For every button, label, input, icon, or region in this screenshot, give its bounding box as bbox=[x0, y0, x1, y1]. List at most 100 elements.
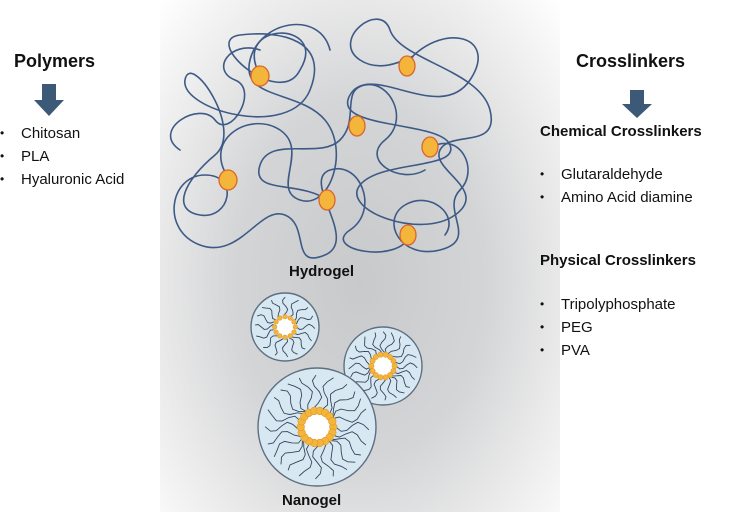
polymer-chain bbox=[394, 370, 416, 380]
polymer-item: Hyaluronic Acid bbox=[0, 168, 124, 191]
polymer-chain bbox=[273, 438, 303, 457]
polymer-chain bbox=[261, 307, 276, 321]
polymer-chain bbox=[282, 296, 289, 316]
nanogel-bead bbox=[387, 372, 394, 378]
crosslink-nodes bbox=[218, 55, 439, 246]
nanogel-bead bbox=[372, 372, 379, 378]
nanogel-bead bbox=[282, 334, 288, 340]
polymer-chain bbox=[295, 315, 314, 325]
nanogel-bead bbox=[390, 368, 397, 374]
polymer-chain bbox=[391, 375, 410, 388]
polymer-chain bbox=[294, 332, 312, 342]
nanogel-core bbox=[303, 413, 331, 441]
polymer-chain bbox=[294, 307, 309, 321]
polymer-chain bbox=[267, 409, 300, 422]
nanogel-bead bbox=[277, 333, 283, 339]
polymer-chain bbox=[354, 345, 372, 360]
crosslink-node bbox=[421, 136, 439, 158]
crosslink-node bbox=[398, 55, 416, 77]
physical-crosslinker-item: Tripolyphosphate bbox=[540, 293, 676, 316]
hydrogel-label: Hydrogel bbox=[289, 263, 355, 280]
polymer-chain bbox=[371, 378, 381, 399]
nanogel-bead bbox=[282, 314, 288, 320]
nanogel-bead bbox=[377, 351, 384, 358]
nanogel-bead bbox=[369, 358, 376, 364]
nanogel-bead bbox=[390, 358, 397, 364]
polymer-chain bbox=[329, 383, 348, 414]
nanogel-bead bbox=[273, 319, 279, 325]
polymer-chain bbox=[255, 323, 274, 330]
polymer-chain bbox=[298, 443, 313, 477]
polymer-chain bbox=[296, 323, 316, 330]
polymer-chain bbox=[335, 421, 370, 432]
polymer-chain bbox=[291, 336, 306, 350]
nanogel-bead bbox=[387, 354, 394, 360]
nanogel-bead bbox=[287, 315, 293, 321]
crosslink-node bbox=[318, 189, 336, 211]
nanogel-bead bbox=[273, 329, 279, 335]
crosslinkers-heading: Crosslinkers bbox=[576, 51, 686, 71]
polymer-chain bbox=[388, 336, 402, 354]
polymer-chain bbox=[353, 371, 372, 385]
crosslinkers-down-arrow bbox=[622, 90, 652, 118]
polymer-chain bbox=[290, 299, 299, 318]
hydrogel-strand bbox=[257, 83, 426, 201]
polymer-chain bbox=[379, 378, 387, 401]
polymer-chain bbox=[379, 331, 387, 354]
polymer-item: PLA bbox=[0, 145, 124, 168]
chemical-crosslinkers-heading: Chemical Crosslinkers bbox=[540, 123, 702, 140]
polymer-chain bbox=[364, 336, 377, 355]
polymer-chain bbox=[322, 377, 334, 410]
polymer-chain bbox=[263, 335, 278, 348]
polymer-chain bbox=[392, 344, 411, 358]
nanogel-bead bbox=[372, 354, 379, 360]
polymers-heading: Polymers bbox=[14, 51, 96, 71]
polymer-item: Chitosan bbox=[0, 122, 124, 145]
polymers-list: Chitosan PLA Hyaluronic Acid bbox=[0, 122, 124, 191]
nanogel-bead bbox=[291, 319, 297, 325]
polymer-chain bbox=[395, 354, 417, 365]
nanogel-bead bbox=[272, 324, 278, 330]
nanogel-core bbox=[373, 356, 393, 376]
crosslink-node bbox=[250, 65, 270, 87]
polymer-chain bbox=[332, 391, 356, 417]
polymer-chain bbox=[287, 383, 307, 412]
nanogel-sphere bbox=[257, 367, 377, 487]
polymer-chain bbox=[311, 374, 323, 409]
polymer-chain bbox=[329, 440, 356, 463]
polymer-chain bbox=[298, 377, 313, 411]
polymer-chain bbox=[288, 337, 298, 355]
polymer-chain bbox=[330, 437, 361, 456]
hydrogel-strand bbox=[170, 47, 261, 151]
crosslink-node bbox=[348, 115, 366, 137]
chemical-crosslinker-item: Glutaraldehyde bbox=[540, 163, 693, 186]
polymer-chain bbox=[390, 376, 405, 394]
polymer-chain bbox=[282, 338, 289, 358]
polymer-chain bbox=[349, 355, 370, 366]
chemical-crosslinker-item: Amino Acid diamine bbox=[540, 186, 693, 209]
nanogel-bead bbox=[391, 363, 398, 369]
crosslink-node bbox=[399, 224, 417, 246]
polymer-chain bbox=[280, 438, 303, 465]
hydrogel-strand bbox=[346, 18, 493, 226]
nanogel-bead bbox=[382, 351, 389, 358]
polymer-chain bbox=[333, 431, 367, 446]
polymer-chain bbox=[332, 398, 362, 418]
nanogel-bead bbox=[377, 374, 384, 381]
chemical-crosslinkers-list: Glutaraldehyde Amino Acid diamine bbox=[540, 163, 693, 209]
physical-crosslinkers-list: Tripolyphosphate PEG PVA bbox=[540, 293, 676, 362]
polymer-chain bbox=[395, 362, 418, 370]
nanogel-sphere bbox=[343, 326, 423, 406]
polymer-chain bbox=[274, 338, 284, 356]
hydrogel-network bbox=[170, 18, 493, 259]
polymer-chain bbox=[312, 445, 322, 480]
polymer-chain bbox=[360, 375, 374, 393]
polymer-chain bbox=[348, 362, 371, 370]
nanogel-label: Nanogel bbox=[282, 492, 342, 509]
polymer-chain bbox=[264, 421, 299, 432]
physical-crosslinker-item: PVA bbox=[540, 339, 676, 362]
polymer-chain bbox=[384, 332, 395, 354]
polymer-chain bbox=[372, 332, 383, 353]
hydrogel-strand bbox=[173, 32, 411, 259]
polymers-down-arrow bbox=[34, 84, 64, 116]
